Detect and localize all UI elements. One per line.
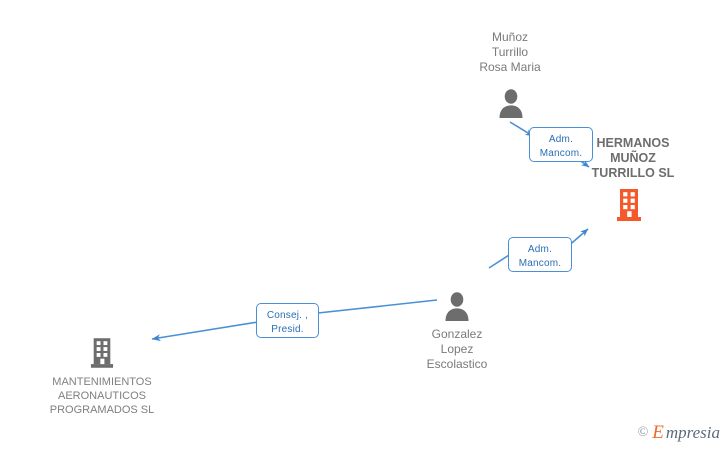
- relation-tag-adm-mancom-1[interactable]: Adm. Mancom.: [529, 127, 593, 162]
- edge-line-gonzalez-to-tag-presid: [317, 299, 438, 314]
- company-mantenimientos-label: MANTENIMIENTOS AERONAUTICOS PROGRAMADOS …: [49, 376, 155, 416]
- relation-tag-adm-mancom-2[interactable]: Adm. Mancom.: [508, 237, 572, 272]
- relation-tag-line1: Adm.: [527, 244, 553, 255]
- empresia-watermark: © E mpresia: [638, 423, 720, 442]
- relation-tag-line2: Mancom.: [539, 148, 583, 159]
- copyright-icon: ©: [637, 424, 649, 440]
- relation-tag-line1: Adm.: [548, 134, 574, 145]
- edge-line-tag-to-mantenimientos: [151, 321, 259, 342]
- relation-tag-line2: Mancom.: [518, 258, 562, 269]
- person-gonzalez-label: Gonzalez Lopez Escolastico: [426, 327, 488, 371]
- relation-tag-line2: Presid.: [271, 324, 304, 335]
- company-hermanos-label: HERMANOS MUÑOZ TURRILLO SL: [591, 136, 675, 180]
- person-munoz-label: Muñoz Turrillo Rosa Maria: [479, 30, 541, 74]
- edge-line-gonzalez-to-tag: [488, 254, 510, 269]
- brand-initial: E: [652, 422, 664, 443]
- relation-tag-consej-presid[interactable]: Consej. , Presid.: [256, 303, 319, 338]
- person-icon[interactable]: [443, 291, 471, 326]
- building-icon[interactable]: [90, 338, 114, 373]
- relation-tag-line1: Consej. ,: [266, 310, 309, 321]
- building-icon[interactable]: [616, 189, 642, 226]
- brand-name: mpresia: [665, 423, 720, 442]
- person-icon[interactable]: [497, 88, 525, 123]
